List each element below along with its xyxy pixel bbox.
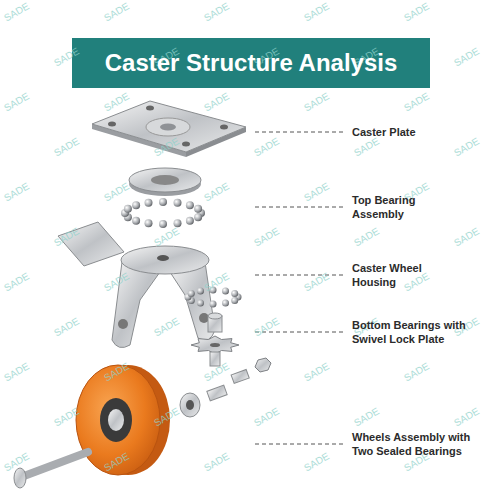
watermark: SADE [152, 315, 181, 338]
watermark: SADE [252, 405, 281, 428]
watermark: SADE [2, 270, 31, 293]
lock-plate-hole [210, 343, 220, 347]
watermark: SADE [302, 450, 331, 473]
part-label: Bottom Bearings with Swivel Lock Plate [352, 318, 482, 346]
axle-hole [118, 319, 128, 329]
watermark: SADE [102, 0, 131, 23]
watermark: SADE [402, 360, 431, 383]
sealed-bearing [108, 409, 124, 431]
leader-line [255, 275, 345, 276]
watermark: SADE [402, 0, 431, 23]
leader-line [255, 444, 345, 445]
top-raceway [129, 168, 201, 192]
kingpin-head [208, 313, 222, 319]
watermark: SADE [352, 225, 381, 248]
mount-hole [182, 142, 190, 147]
axle-spacer [207, 385, 227, 401]
leader-line [255, 132, 345, 133]
bearing-ball [231, 297, 238, 304]
bearing-ball [186, 201, 194, 209]
watermark: SADE [452, 405, 481, 428]
bearing-ball [124, 205, 132, 213]
bearing-ball [194, 205, 202, 213]
watermark: SADE [2, 90, 31, 113]
title-text: Caster Structure Analysis [72, 38, 430, 88]
leader-line [255, 207, 345, 208]
plate-boss [146, 118, 190, 136]
swivel-lock-plate [191, 336, 239, 354]
part-label: Caster Wheel Housing [352, 261, 452, 289]
bearing-ball [197, 300, 204, 307]
bearing-bore [186, 400, 194, 410]
bearing-ball [132, 201, 140, 209]
watermark: SADE [402, 90, 431, 113]
bearing-ball [159, 220, 167, 228]
bearing-ball [188, 290, 195, 297]
watermark: SADE [252, 135, 281, 158]
watermark: SADE [202, 0, 231, 23]
watermark: SADE [202, 90, 231, 113]
wheel-hub [100, 398, 132, 442]
part-label: Wheels Assembly with Two Sealed Bearings [352, 430, 482, 458]
watermark: SADE [302, 180, 331, 203]
bearing-ball [222, 287, 229, 294]
bearing-ball [145, 199, 153, 207]
watermark: SADE [2, 180, 31, 203]
watermark: SADE [252, 225, 281, 248]
plate-boss-hole [160, 124, 176, 131]
bearing-ball [159, 198, 167, 206]
housing-top [121, 246, 209, 274]
watermark: SADE [2, 360, 31, 383]
watermark: SADE [452, 45, 481, 68]
bearing-ball [194, 213, 202, 221]
wheel-tread [76, 365, 160, 475]
mount-hole [146, 106, 154, 111]
watermark: SADE [2, 0, 31, 23]
watermark: SADE [302, 90, 331, 113]
part-label: Top Bearing Assembly [352, 193, 452, 221]
axle-nut [255, 358, 271, 372]
bearing-ball [174, 199, 182, 207]
watermark: SADE [102, 180, 131, 203]
watermark: SADE [452, 135, 481, 158]
watermark: SADE [252, 315, 281, 338]
bearing-ball [186, 217, 194, 225]
raceway-hole [151, 175, 179, 185]
watermark: SADE [52, 135, 81, 158]
watermark: SADE [202, 180, 231, 203]
axle-bolt [24, 452, 88, 476]
watermark: SADE [352, 135, 381, 158]
axle-bolt-head [14, 468, 26, 488]
mount-hole [220, 125, 228, 130]
watermark: SADE [152, 225, 181, 248]
bearing-ball [210, 301, 217, 308]
part-label: Caster Plate [352, 125, 482, 139]
mount-hole [108, 122, 116, 127]
sealed-bearing [180, 393, 200, 417]
watermark: SADE [452, 225, 481, 248]
bearing-ball [197, 287, 204, 294]
title-banner [72, 38, 430, 88]
watermark: SADE [352, 405, 381, 428]
watermark: SADE [52, 315, 81, 338]
bearing-ball [222, 300, 229, 307]
bearing-ball [132, 217, 140, 225]
watermark: SADE [202, 450, 231, 473]
top-bearing-balls [121, 198, 205, 228]
watermark: SADE [302, 360, 331, 383]
bearing-ball [231, 290, 238, 297]
axle-spacer [231, 370, 249, 384]
housing-hole [157, 255, 169, 261]
watermark: SADE [302, 0, 331, 23]
bearing-ball [145, 219, 153, 227]
watermark: SADE [302, 270, 331, 293]
